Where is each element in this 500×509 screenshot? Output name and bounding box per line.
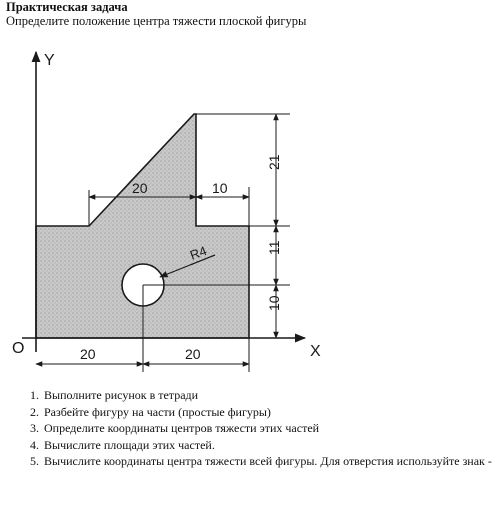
page-title: Практическая задача (6, 0, 128, 14)
dim-right-middle: 11 (266, 240, 282, 255)
dim-right-bottom: 10 (266, 295, 282, 311)
radius-label: R4 (188, 243, 209, 263)
list-item: 5.Вычислите координаты центра тяжести вс… (30, 454, 492, 469)
dim-bottom-right: 20 (185, 346, 201, 362)
centroid-figure: Y X O R4 20 10 20 20 (12, 50, 321, 372)
dim-top-width-left: 20 (132, 180, 148, 196)
dim-bottom-left: 20 (80, 346, 96, 362)
page-subtitle: Определите положение центра тяжести плос… (6, 14, 307, 28)
list-item: 4.Вычислите площади этих частей. (30, 437, 215, 452)
radius-leader-shelf (189, 254, 216, 266)
axis-y-label: Y (44, 52, 55, 69)
list-item: 1.Выполните рисунок в тетради (30, 388, 199, 402)
list-item: 2.Разбейте фигуру на части (простые фигу… (30, 404, 271, 419)
task-list: 1.Выполните рисунок в тетради 2.Разбейте… (30, 387, 495, 470)
origin-label: O (12, 340, 24, 357)
dim-top-width-right: 10 (212, 180, 228, 196)
list-item: 3.Определите координаты центров тяжести … (30, 421, 320, 436)
dim-right-top: 21 (266, 154, 282, 170)
axis-x-label: X (310, 343, 321, 360)
